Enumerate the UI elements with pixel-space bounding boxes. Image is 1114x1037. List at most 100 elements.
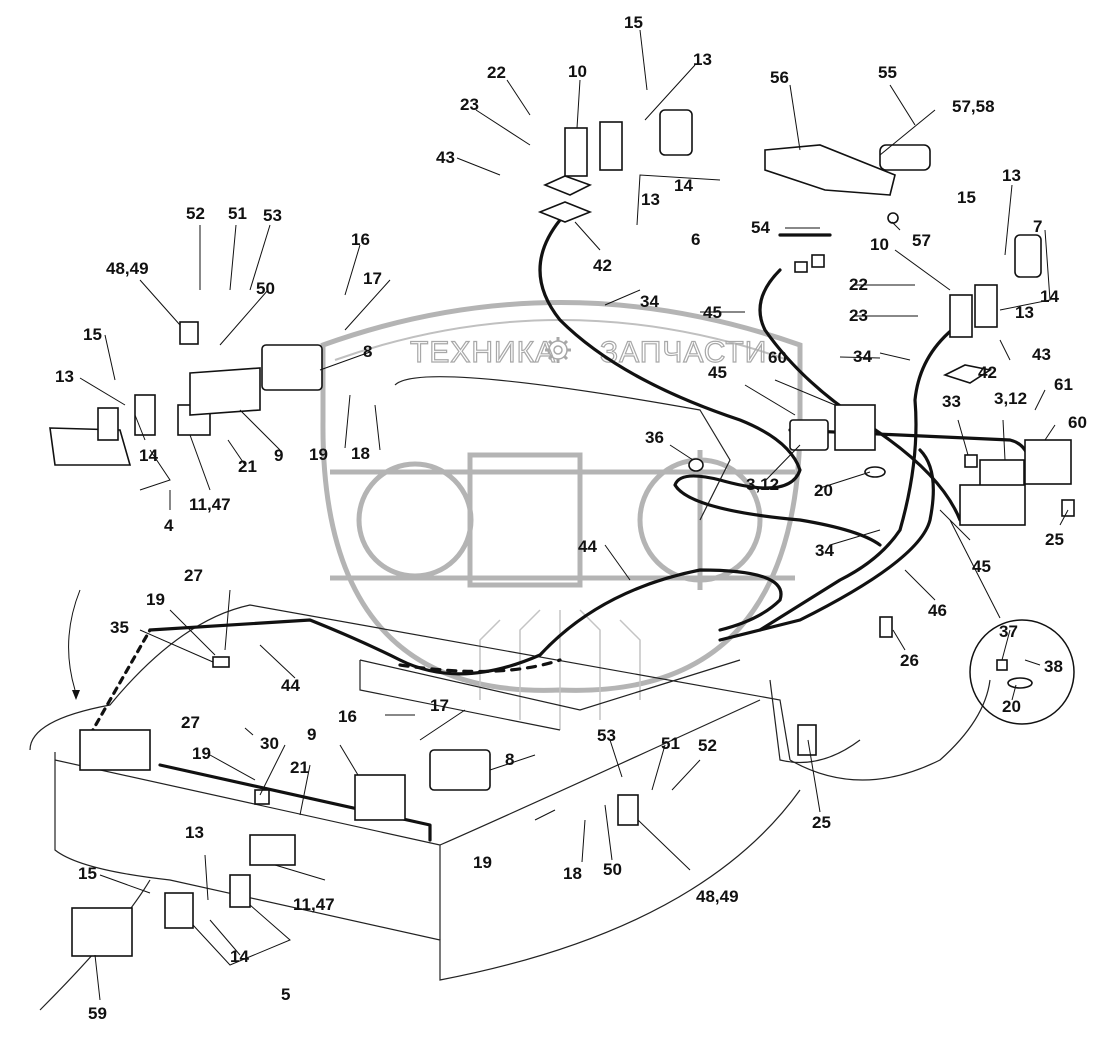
watermark-letter-p	[467, 452, 583, 588]
lamp-57-58	[879, 144, 931, 171]
callout-10: 10	[870, 235, 889, 254]
callout-19: 19	[309, 445, 328, 464]
housing-8-left	[261, 344, 323, 391]
callout-11-47: 11,47	[293, 895, 335, 914]
clamp-36	[688, 458, 704, 472]
callout-61: 61	[1054, 375, 1073, 394]
cover-59	[71, 907, 133, 957]
decal-25	[797, 724, 817, 756]
callout-7: 7	[1033, 217, 1042, 236]
callout-44: 44	[281, 676, 300, 695]
plate-42-right	[942, 364, 993, 384]
plate-42-top	[537, 201, 593, 223]
assembly-arrow	[68, 589, 81, 691]
callout-46: 46	[928, 601, 947, 620]
callout-3-12: 3,12	[994, 389, 1027, 408]
callout-18: 18	[563, 864, 582, 883]
clip-20-mid	[864, 466, 886, 478]
lamp-6	[659, 109, 693, 156]
callout-52: 52	[698, 736, 717, 755]
inner-panel-outline	[359, 659, 741, 711]
callout-48-49: 48,49	[106, 259, 149, 278]
callout-45: 45	[972, 557, 991, 576]
lamp-3-12-mid	[789, 419, 829, 451]
bracket-10-right	[949, 294, 973, 338]
callout-54: 54	[751, 218, 770, 237]
callout-35: 35	[110, 618, 129, 637]
harness-34-right	[758, 318, 967, 632]
harness-lower	[158, 763, 432, 842]
callout-15: 15	[957, 188, 976, 207]
callout-19: 19	[146, 590, 165, 609]
callout-8: 8	[505, 750, 514, 769]
callout-17: 17	[430, 696, 449, 715]
harness-44	[148, 568, 783, 676]
callout-45: 45	[708, 363, 727, 382]
clamp-35	[212, 656, 230, 668]
callout-25: 25	[1045, 530, 1064, 549]
callout-9: 9	[274, 446, 283, 465]
callout-25: 25	[812, 813, 831, 832]
callout-18: 18	[351, 444, 370, 463]
leader-lines	[79, 29, 1069, 1001]
parts	[49, 109, 1075, 957]
callout-19: 19	[473, 853, 492, 872]
harness-46	[718, 448, 935, 642]
callout-51: 51	[228, 204, 247, 223]
wiring-harness	[88, 218, 1032, 842]
callout-57: 57	[912, 231, 931, 250]
callout-21: 21	[290, 758, 309, 777]
callout-17: 17	[363, 269, 382, 288]
callout-52: 52	[186, 204, 205, 223]
harness-34	[538, 218, 882, 547]
bracket-9-left	[189, 367, 261, 416]
callout-50: 50	[256, 279, 275, 298]
callout-16: 16	[338, 707, 357, 726]
callout-34: 34	[640, 292, 659, 311]
callout-21: 21	[238, 457, 257, 476]
callout-15: 15	[78, 864, 97, 883]
callout-27: 27	[184, 566, 203, 585]
watermark-right-word: ЗАПЧАСТИ	[600, 336, 767, 369]
callout-43: 43	[1032, 345, 1051, 364]
callout-10: 10	[568, 62, 587, 81]
callout-9: 9	[307, 725, 316, 744]
bracket-10-top	[564, 127, 588, 177]
callout-23: 23	[460, 95, 479, 114]
callout-30: 30	[260, 734, 279, 753]
callout-59: 59	[88, 1004, 107, 1023]
callout-37: 37	[999, 622, 1018, 641]
bracket-9-bottom	[354, 774, 406, 821]
callout-56: 56	[770, 68, 789, 87]
callout-34: 34	[853, 347, 872, 366]
callout-4: 4	[164, 516, 174, 535]
callout-13: 13	[1002, 166, 1021, 185]
callout-36: 36	[645, 428, 664, 447]
mirror-bracket-56	[764, 144, 896, 196]
callout-42: 42	[978, 363, 997, 382]
callout-38: 38	[1044, 657, 1063, 676]
callout-20: 20	[814, 481, 833, 500]
decal-26	[879, 616, 893, 638]
housing-8-bottom	[429, 749, 491, 791]
callout-14: 14	[674, 176, 693, 195]
detail-circle	[969, 619, 1075, 725]
watermark-letter-e	[356, 461, 474, 579]
watermark: ТЕХНИКА ЗАПЧАСТИ	[320, 300, 803, 730]
callout-43: 43	[436, 148, 455, 167]
callout-53: 53	[263, 206, 282, 225]
callout-13: 13	[1015, 303, 1034, 322]
callout-60: 60	[1068, 413, 1087, 432]
lamp-5	[164, 892, 194, 929]
connector-33	[964, 454, 978, 468]
bracket-left	[134, 394, 156, 436]
callout-19: 19	[192, 744, 211, 763]
callout-14: 14	[139, 446, 158, 465]
callout-44: 44	[578, 537, 597, 556]
callout-14: 14	[230, 947, 249, 966]
callout-27: 27	[181, 713, 200, 732]
callout-15: 15	[624, 13, 643, 32]
callout-50: 50	[603, 860, 622, 879]
socket-48-49-left	[179, 321, 199, 345]
